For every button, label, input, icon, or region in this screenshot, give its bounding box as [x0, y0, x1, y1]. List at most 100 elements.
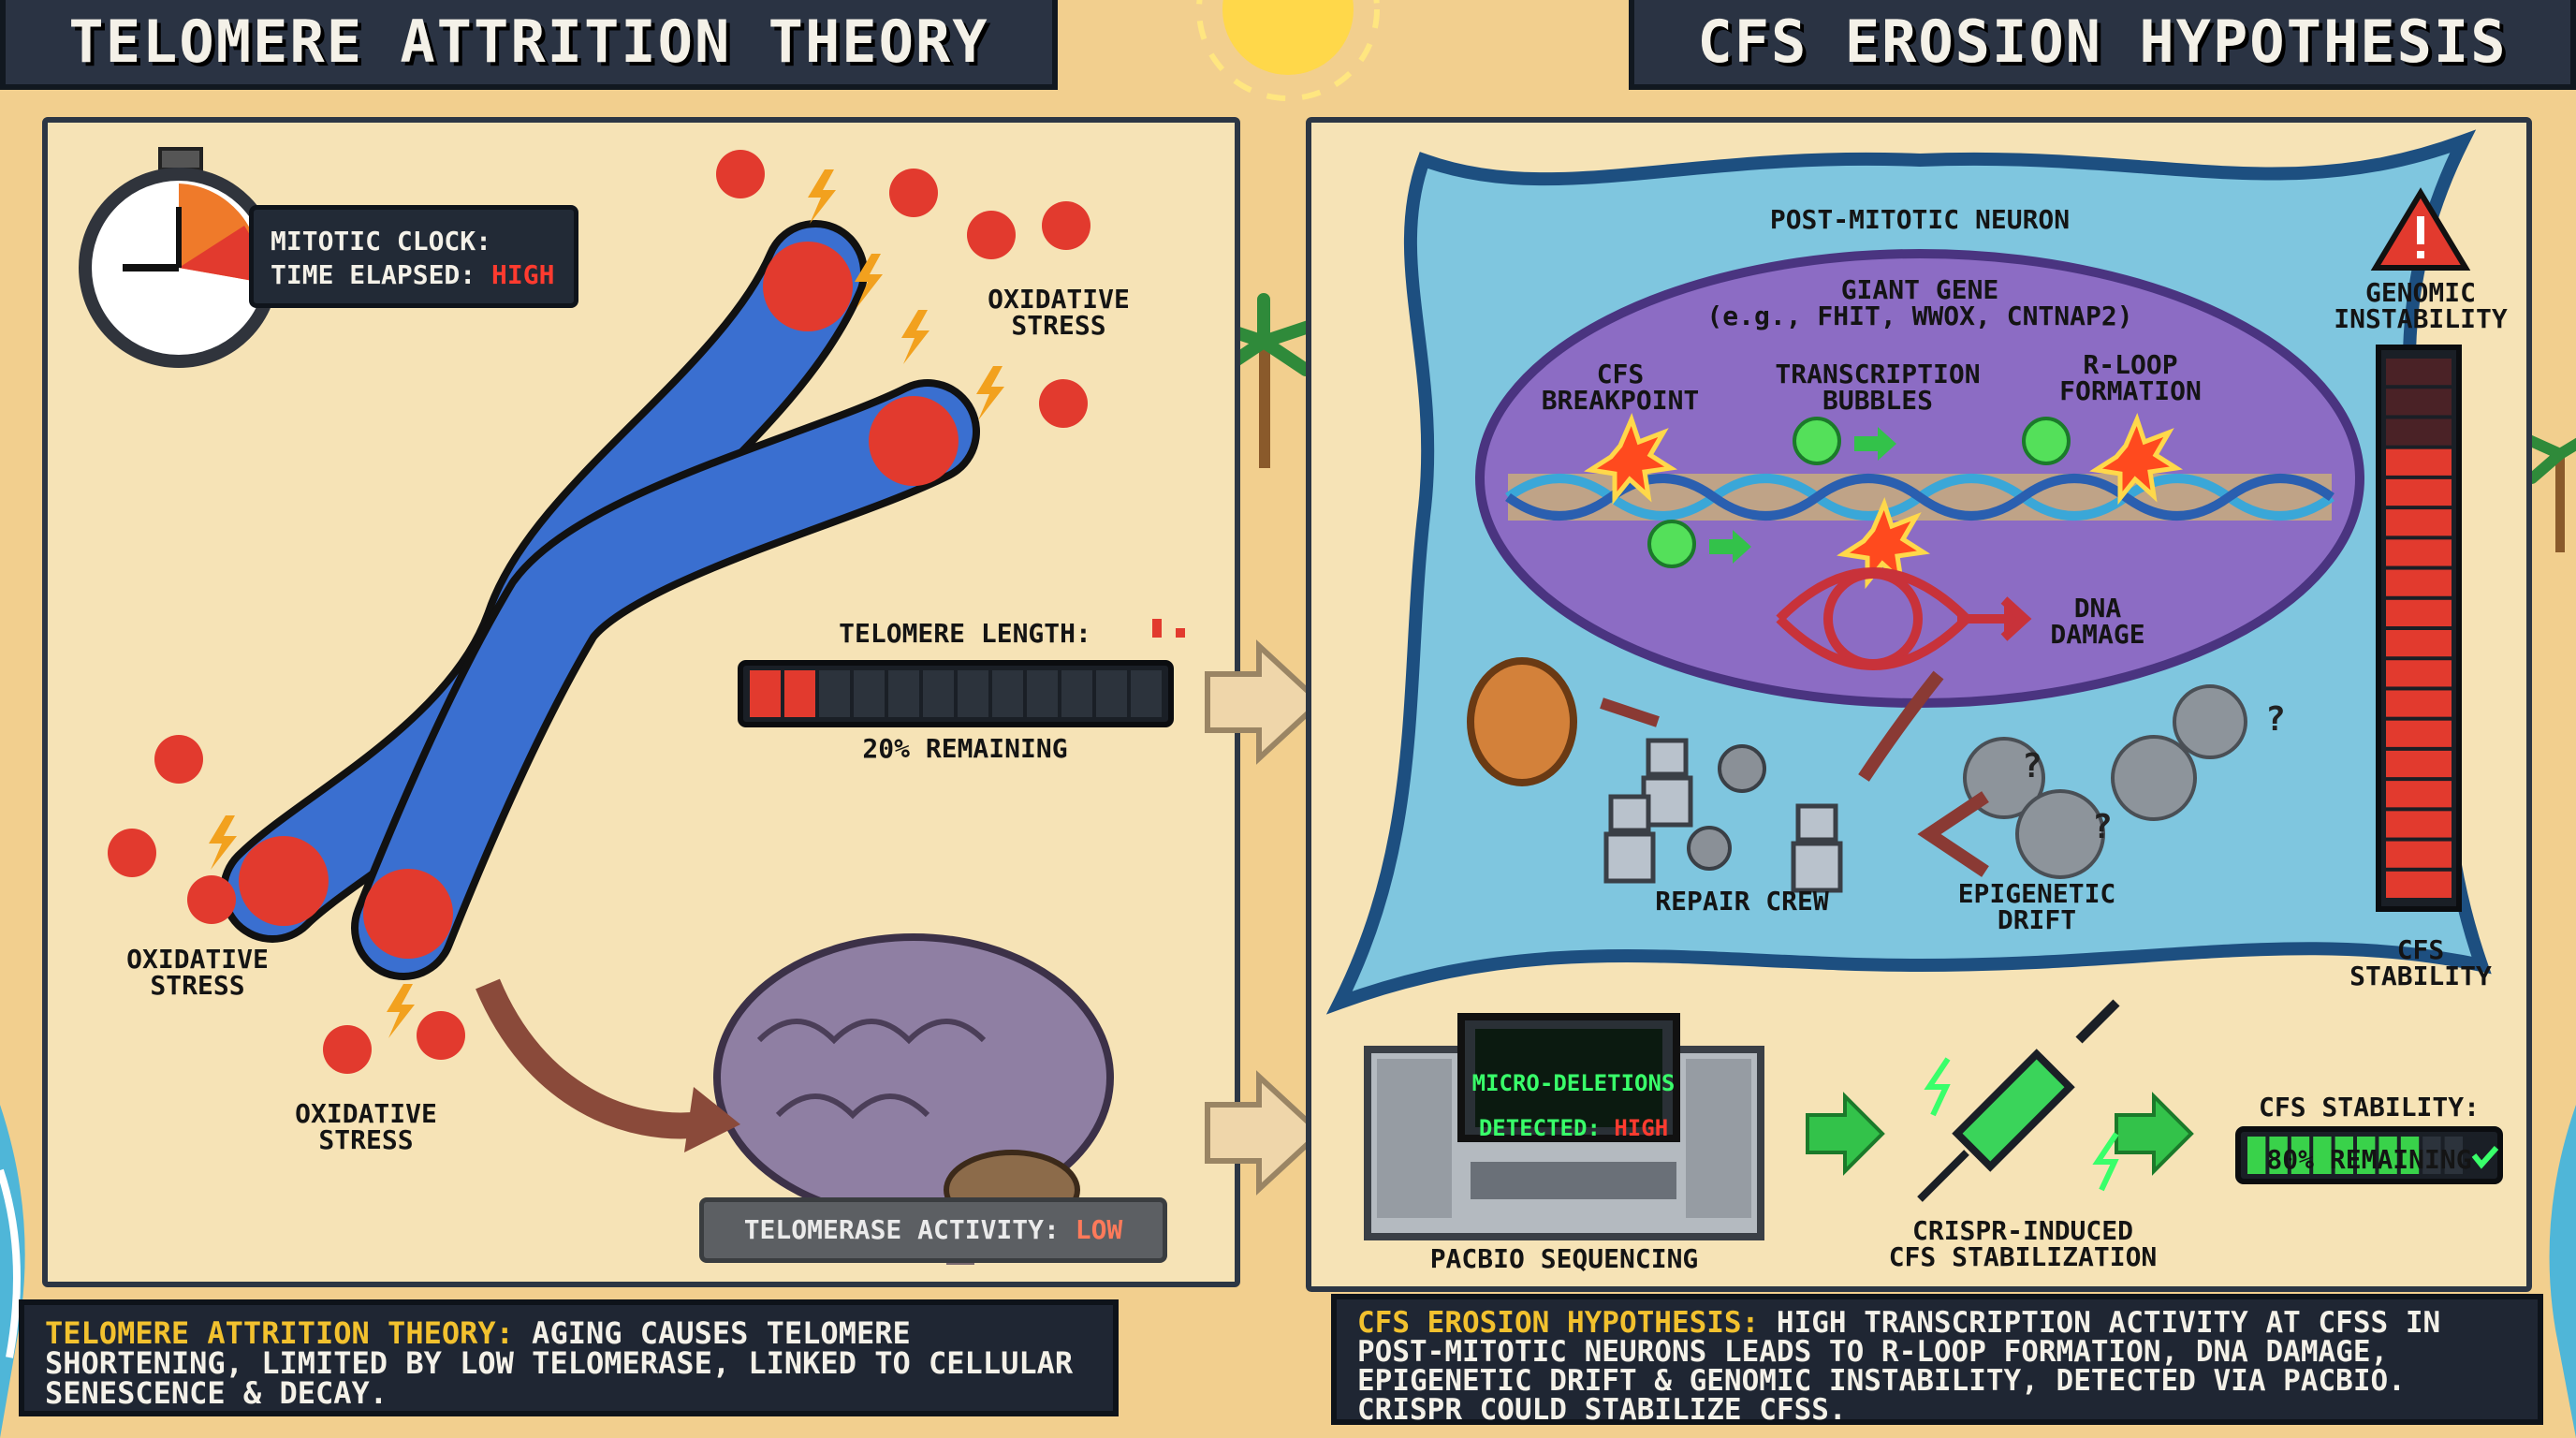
gear-icon [1687, 744, 1766, 871]
instability-segment [2386, 750, 2452, 778]
skull-icon [108, 150, 1090, 1074]
monitor-text: MICRO-DELETIONS DETECTED: HIGH [1471, 1070, 1676, 1141]
instability-segment [2386, 448, 2452, 476]
computer-icon [1364, 1013, 1764, 1240]
transcription-bubble-icon [1647, 417, 2071, 568]
instability-segment [2386, 720, 2452, 747]
arrow-icon [1709, 427, 1896, 564]
left-title: TELOMERE ATTRITION THEORY [0, 0, 1058, 90]
arrow-icon [1858, 670, 1944, 782]
telomere-length-label: TELOMERE LENGTH: [839, 618, 1091, 649]
stability-segment [2378, 1137, 2397, 1174]
instability-segment [2386, 539, 2452, 566]
oxidative-stress-label-left: OXIDATIVE STRESS [126, 944, 269, 1001]
instability-segment [2386, 811, 2452, 838]
pacbio-label: PACBIO SEQUENCING [1429, 1243, 1699, 1274]
telomere-segment [992, 670, 1023, 717]
stopwatch-icon [79, 147, 279, 368]
question-mark-label: ? [2022, 747, 2042, 785]
telomere-segment [923, 670, 954, 717]
oxidative-stress-label-bottom: OXIDATIVE STRESS [295, 1098, 437, 1155]
stability-segment [2334, 1137, 2353, 1174]
arrow-icon [684, 1087, 740, 1152]
syringe-icon [1917, 999, 2120, 1202]
right-caption: CFS EROSION HYPOTHESIS: HIGH TRANSCRIPTI… [1331, 1294, 2543, 1425]
clock-value: HIGH [491, 259, 555, 290]
neuron-label: POST-MITOTIC NEURON [1769, 204, 2071, 235]
instability-segment [2386, 569, 2452, 596]
stability-segment [2422, 1137, 2441, 1174]
instability-segment [2386, 871, 2452, 898]
clock-line1: MITOTIC CLOCK: [271, 226, 492, 257]
oxidative-stress-label-top: OXIDATIVE STRESS [988, 284, 1130, 341]
cfs-stability-label: CFS STABILITY [2349, 934, 2492, 991]
stability-segment [2269, 1137, 2288, 1174]
arrow-icon [1806, 1092, 2194, 1176]
r-loop-label: R-LOOP FORMATION [2059, 349, 2202, 406]
stability-segment [2444, 1137, 2463, 1174]
telomere-segment [1027, 670, 1058, 717]
left-caption: TELOMERE ATTRITION THEORY: AGING CAUSES … [19, 1299, 1119, 1416]
repair-crew-label: REPAIR CREW [1655, 886, 1829, 917]
instability-segment [2386, 630, 2452, 657]
instability-segment [2386, 509, 2452, 536]
clock-line2: TIME ELAPSED: HIGH [271, 259, 555, 290]
left-panel: MITOTIC CLOCK: TIME ELAPSED: HIGH OXIDAT… [42, 117, 1240, 1287]
lightning-icon [209, 169, 1004, 1038]
instability-segment [2386, 781, 2452, 808]
stability-segment [2247, 1137, 2266, 1174]
telomerase-activity-chip: TELOMERASE ACTIVITY: LOW [699, 1197, 1167, 1263]
sun-icon [1222, 0, 1354, 75]
stability-segment [2357, 1137, 2376, 1174]
crispr-label: CRISPR-INDUCED CFS STABILIZATION [1888, 1215, 2158, 1272]
cfs-breakpoint-label: CFS BREAKPOINT [1541, 359, 1700, 416]
genomic-instability-meter [2376, 345, 2462, 912]
telomere-segment [888, 670, 919, 717]
right-panel: POST-MITOTIC NEURON GIANT GENE (e.g., FH… [1306, 117, 2532, 1292]
instability-segment [2386, 841, 2452, 868]
instability-segment [2386, 418, 2452, 446]
telomere-length-bar [738, 660, 1174, 727]
warning-icon [2370, 187, 2471, 271]
genomic-instability-label: GENOMIC INSTABILITY [2334, 277, 2508, 334]
telomere-segment [1131, 670, 1162, 717]
mitochondrion-icon [1467, 657, 1577, 786]
right-illustration [1325, 129, 2503, 1240]
cfs-stability-bar [2235, 1126, 2503, 1184]
checkmark-icon [2471, 1146, 2499, 1169]
explosion-icon [1584, 412, 2184, 590]
telomere-segment [784, 670, 815, 717]
instability-segment [2386, 690, 2452, 717]
chromosome-icon [220, 220, 980, 980]
epigenetic-drift-label: EPIGENETIC DRIFT [1957, 878, 2116, 935]
lightning-icon [1924, 1057, 2119, 1192]
telomere-segment [854, 670, 885, 717]
transcription-bubbles-label: TRANSCRIPTION BUBBLES [1775, 359, 1981, 416]
stability-readout: CFS STABILITY: 80% REMAINING [2258, 1092, 2480, 1175]
question-mark-label: ? [2092, 808, 2113, 846]
arrow-icon [1600, 697, 1660, 727]
stability-segment [2313, 1137, 2332, 1174]
sea-right [2549, 1105, 2576, 1438]
instability-segment [2386, 359, 2452, 386]
instability-segment [2386, 389, 2452, 416]
telomere-remaining-label: 20% REMAINING [862, 733, 1068, 764]
stability-segment [2291, 1137, 2310, 1174]
right-title: CFS EROSION HYPOTHESIS [1629, 0, 2576, 90]
question-mark-label: ? [2265, 700, 2286, 739]
telomere-segment [1096, 670, 1127, 717]
telomere-segment [750, 670, 781, 717]
dna-damage-label: DNA DAMAGE [2050, 593, 2145, 650]
arrow-icon [1917, 791, 1989, 877]
instability-segment [2386, 660, 2452, 687]
r-loop-icon [1776, 567, 2032, 670]
damage-marks-icon [1152, 619, 1185, 638]
mitotic-clock-chip: MITOTIC CLOCK: TIME ELAPSED: HIGH [249, 205, 578, 308]
telomere-segment [819, 670, 850, 717]
telomere-segment [1061, 670, 1092, 717]
instability-segment [2386, 478, 2452, 506]
stability-segment [2400, 1137, 2420, 1174]
repair-robot-icon [1603, 738, 1843, 893]
telomerase-value: LOW [1075, 1214, 1123, 1245]
left-illustration [79, 147, 1185, 1265]
